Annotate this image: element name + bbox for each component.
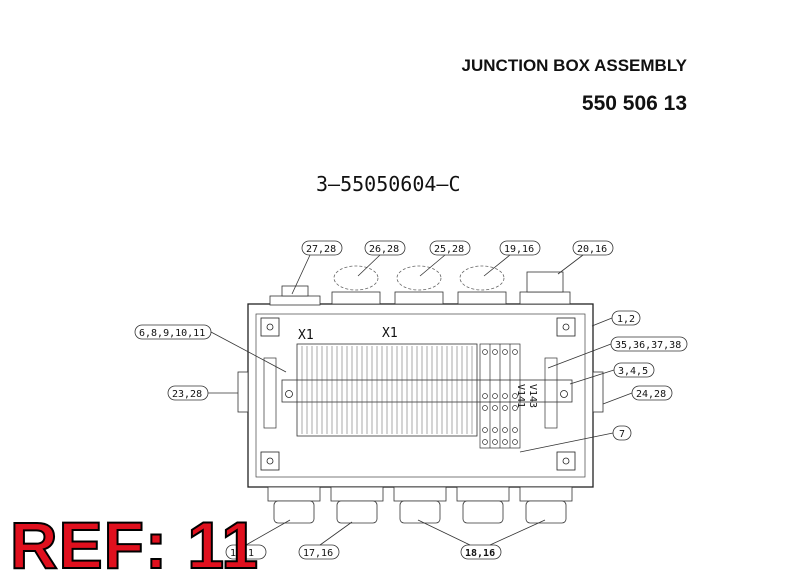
corner-screws: [260, 317, 576, 471]
callout-20-16-bubble: [572, 240, 614, 256]
callout-20-16: 20,16: [577, 244, 607, 255]
callout-15-1: 15,1: [230, 548, 254, 559]
x1-label-left: X1: [298, 328, 314, 343]
leader-lines: [208, 254, 633, 546]
drawing-number: 3—55050604—C: [316, 172, 461, 196]
diode-modules: [479, 343, 521, 449]
callout-3-5: 3,4,5: [618, 366, 648, 377]
optional-glands-dashed: [333, 265, 505, 291]
terminal-block-x1: [296, 343, 478, 437]
callout-25-28-bubble: [429, 240, 471, 256]
top-cable-glands: [269, 271, 571, 306]
terminal-block-separators: [301, 346, 473, 434]
callout-24-28: 24,28: [636, 389, 666, 400]
rail-screw-left: [285, 390, 293, 398]
callout-26-28-bubble: [364, 240, 406, 256]
callouts: [134, 240, 688, 560]
callout-1-2: 1,2: [617, 314, 635, 325]
end-stop-left: [263, 357, 277, 429]
callout-27-28: 27,28: [306, 244, 336, 255]
mounting-brackets: [237, 371, 604, 413]
part-number: 550 506 13: [581, 92, 687, 115]
reference-label: REF: 11: [9, 508, 260, 582]
callout-19-16-bubble: [499, 240, 541, 256]
callout-19-16: 19,16: [504, 244, 534, 255]
rail-screw-right: [560, 390, 568, 398]
callout-7: 7: [619, 429, 625, 440]
callout-35-38: 35,36,37,38: [615, 340, 681, 351]
callout-17-16: 17,16: [303, 548, 333, 559]
callout-25-28: 25,28: [434, 244, 464, 255]
callout-18-16-bubble: [460, 544, 502, 560]
assembly-title: JUNCTION BOX ASSEMBLY: [461, 56, 687, 75]
end-stop-right: [544, 357, 558, 429]
x1-label-center: X1: [382, 326, 398, 341]
callout-18-16: 18,16: [465, 548, 495, 559]
callout-26-28: 26,28: [369, 244, 399, 255]
bottom-cable-glands: [267, 486, 573, 524]
callout-17-16-bubble: [298, 544, 340, 560]
v141-label: V141: [515, 384, 526, 408]
enclosure-inner: [255, 313, 586, 478]
v143-label: V143: [527, 384, 538, 408]
callout-27-28-bubble: [301, 240, 343, 256]
callout-23-28: 23,28: [172, 389, 202, 400]
callout-6-11: 6,8,9,10,11: [139, 328, 205, 339]
